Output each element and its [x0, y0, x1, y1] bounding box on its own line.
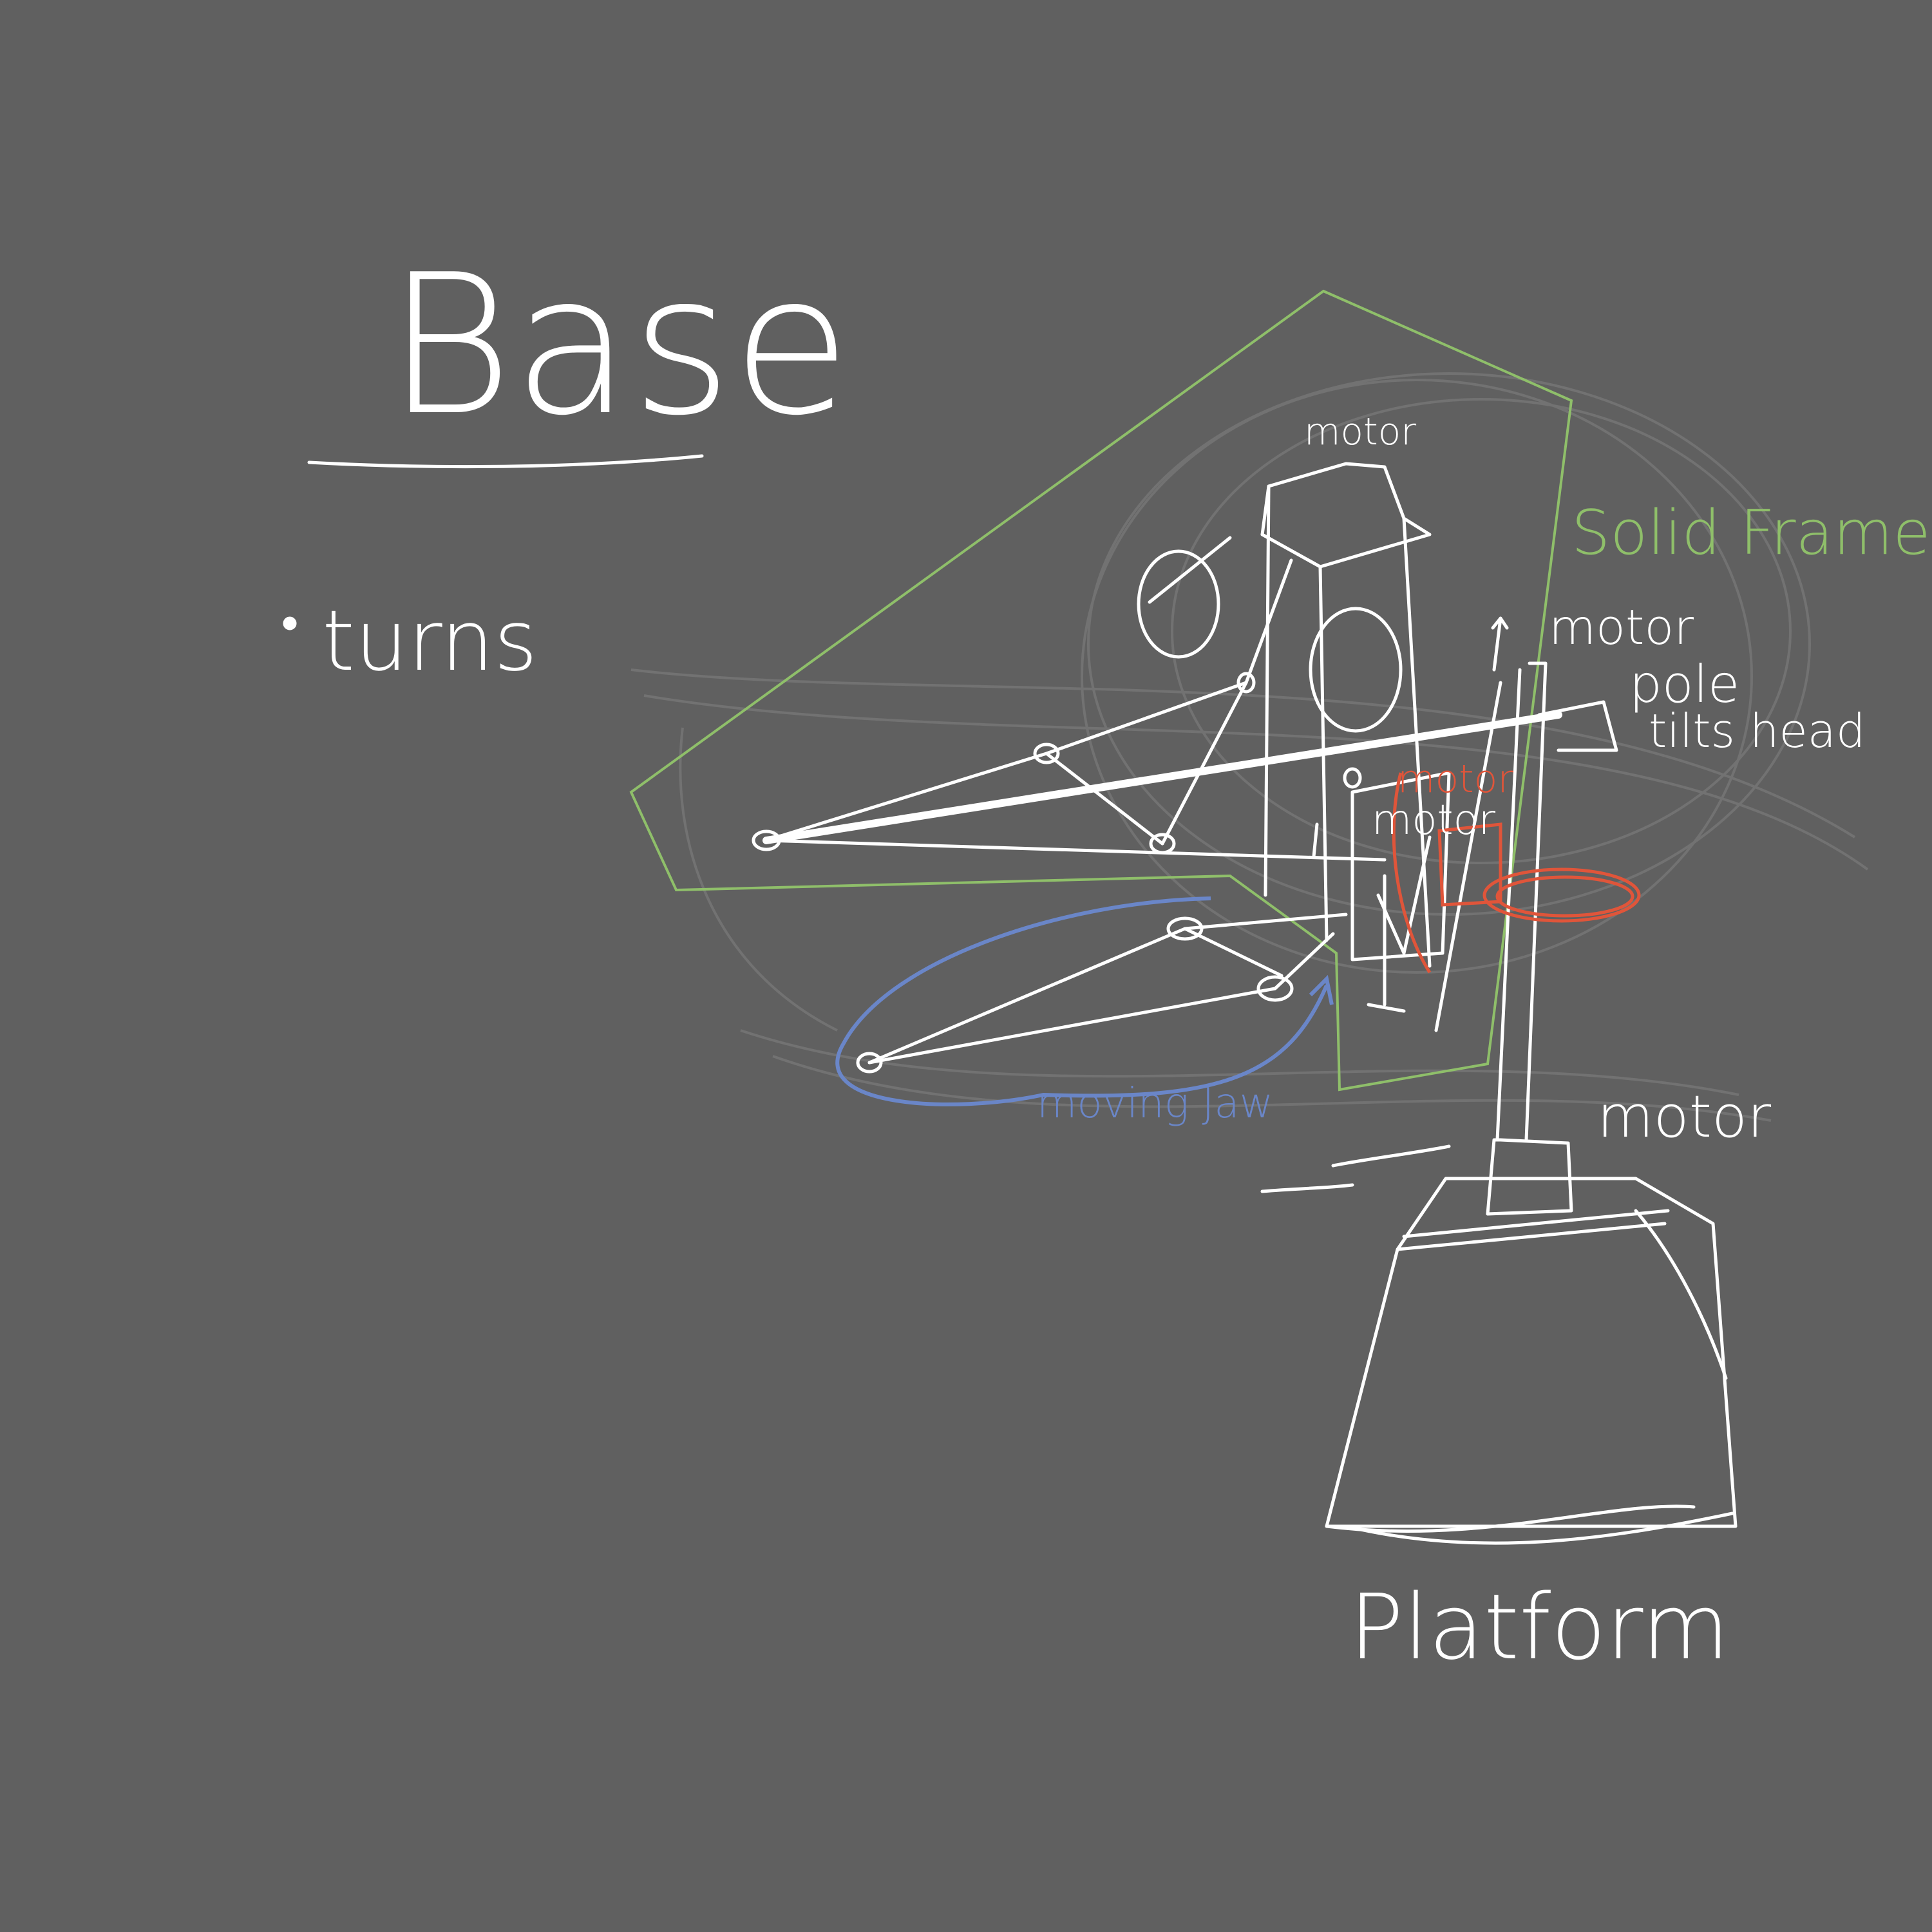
platform-base [1325, 1177, 1738, 1528]
label-pole: pole [1629, 654, 1739, 714]
label-platform: Platform [1349, 1575, 1729, 1680]
label-moving-jaw-text: moving Jaw [1037, 1080, 1273, 1128]
jaw-mechanism [283, 454, 1738, 1545]
bullet-turns: turns [322, 592, 538, 690]
heading-base: Base [386, 233, 851, 458]
pulley-large [1309, 607, 1403, 733]
moving-jaw-arc [835, 896, 1329, 1106]
solid-frame-outline [629, 289, 1573, 1092]
label-motor-right: motor [1549, 599, 1694, 656]
pole [1524, 661, 1548, 1142]
label-solid-frame-text: Solid Frame [1571, 498, 1931, 569]
label-solid-frame: Solid Frame [1571, 498, 1931, 569]
red-motor-scribble [1392, 772, 1641, 974]
bullet-dot [283, 616, 297, 630]
pulley-small [1137, 549, 1220, 659]
label-motor-red: motor [1397, 757, 1513, 802]
label-tilts-head: tilts head [1649, 704, 1866, 758]
moving-jaw-arrowhead [1309, 974, 1334, 1005]
label-motor-top: motor [1304, 410, 1416, 453]
upper-arm [762, 711, 1562, 844]
heading-underline [307, 454, 704, 469]
label-motor-middle: motor [1372, 797, 1496, 844]
label-moving-jaw: moving Jaw [1037, 1080, 1273, 1128]
bottom-motor-box [1486, 1138, 1573, 1216]
label-motor-bottom: motor [1597, 1083, 1771, 1151]
